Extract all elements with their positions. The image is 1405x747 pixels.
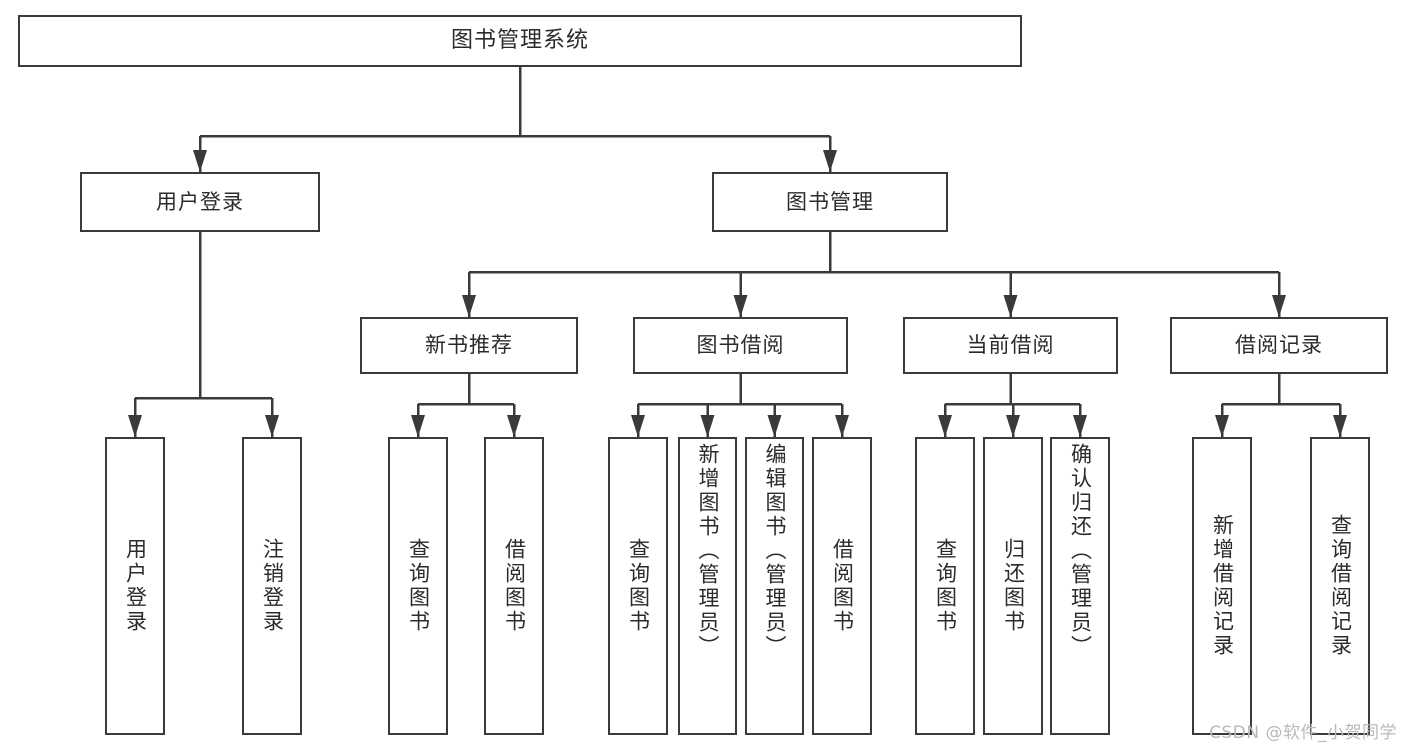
arrowhead-records <box>1272 295 1286 317</box>
node-l-cu-query[interactable]: 查询图书 <box>915 437 975 735</box>
node-newbook[interactable]: 新书推荐 <box>360 317 578 374</box>
node-l-login[interactable]: 用户登录 <box>105 437 165 735</box>
node-records[interactable]: 借阅记录 <box>1170 317 1388 374</box>
node-l-rc-query[interactable]: 查询借阅记录 <box>1310 437 1370 735</box>
arrowhead-borrow <box>733 295 748 317</box>
node-label-l-cu-query: 查询图书 <box>933 538 958 634</box>
arrowhead-l-nb-query <box>411 415 425 437</box>
node-label-current: 当前借阅 <box>966 333 1055 358</box>
arrowhead-l-nb-borrow <box>507 415 521 437</box>
arrowhead-l-login <box>128 415 142 437</box>
arrowhead-l-logout <box>265 415 279 437</box>
node-label-l-nb-borrow: 借阅图书 <box>502 538 527 634</box>
arrowhead-l-cu-return <box>1006 415 1020 437</box>
arrowhead-l-rc-query <box>1333 415 1347 437</box>
arrowhead-login <box>193 150 207 172</box>
node-label-l-cu-return: 归还图书 <box>1001 538 1026 634</box>
arrowhead-l-bo-query <box>631 415 645 437</box>
node-l-nb-borrow[interactable]: 借阅图书 <box>484 437 544 735</box>
arrowhead-l-cu-query <box>938 415 952 437</box>
node-l-bo-lend[interactable]: 借阅图书 <box>812 437 872 735</box>
node-l-cu-conf[interactable]: 确认归还（管理员） <box>1050 437 1110 735</box>
arrowhead-bookmgmt <box>823 150 837 172</box>
arrowhead-l-bo-lend <box>835 415 849 437</box>
node-label-root: 图书管理系统 <box>450 28 589 54</box>
node-label-l-login: 用户登录 <box>123 538 148 634</box>
watermark-label: CSDN @软件_小贺同学 <box>1209 723 1397 743</box>
node-label-l-nb-query: 查询图书 <box>406 538 431 634</box>
node-label-newbook: 新书推荐 <box>425 333 513 358</box>
arrowhead-l-bo-add <box>700 415 715 437</box>
node-l-nb-query[interactable]: 查询图书 <box>388 437 448 735</box>
node-root[interactable]: 图书管理系统 <box>18 15 1022 67</box>
node-label-l-cu-conf: 确认归还（管理员） <box>1068 443 1093 659</box>
node-l-logout[interactable]: 注销登录 <box>242 437 302 735</box>
node-label-l-rc-query: 查询借阅记录 <box>1328 514 1353 658</box>
node-label-records: 借阅记录 <box>1235 333 1323 358</box>
node-current[interactable]: 当前借阅 <box>903 317 1118 374</box>
node-label-borrow: 图书借阅 <box>696 333 785 358</box>
node-l-bo-edit[interactable]: 编辑图书（管理员） <box>745 437 804 735</box>
arrowhead-l-rc-add <box>1215 415 1229 437</box>
node-label-l-bo-lend: 借阅图书 <box>830 538 855 634</box>
node-label-l-rc-add: 新增借阅记录 <box>1210 514 1235 658</box>
node-borrow[interactable]: 图书借阅 <box>633 317 848 374</box>
node-label-login: 用户登录 <box>156 189 244 214</box>
arrowhead-l-cu-conf <box>1073 415 1087 437</box>
node-label-l-bo-add: 新增图书（管理员） <box>696 443 720 659</box>
node-l-bo-add[interactable]: 新增图书（管理员） <box>678 437 737 735</box>
node-bookmgmt[interactable]: 图书管理 <box>712 172 948 232</box>
node-l-bo-query[interactable]: 查询图书 <box>608 437 668 735</box>
node-l-rc-add[interactable]: 新增借阅记录 <box>1192 437 1252 735</box>
node-label-l-bo-query: 查询图书 <box>626 538 651 634</box>
arrowhead-newbook <box>462 295 476 317</box>
node-label-l-bo-edit: 编辑图书（管理员） <box>763 443 787 659</box>
node-label-l-logout: 注销登录 <box>260 538 285 634</box>
node-login[interactable]: 用户登录 <box>80 172 320 232</box>
node-label-bookmgmt: 图书管理 <box>786 189 874 214</box>
arrowhead-l-bo-edit <box>767 415 782 437</box>
arrowhead-current <box>1003 295 1018 317</box>
node-l-cu-return[interactable]: 归还图书 <box>983 437 1043 735</box>
